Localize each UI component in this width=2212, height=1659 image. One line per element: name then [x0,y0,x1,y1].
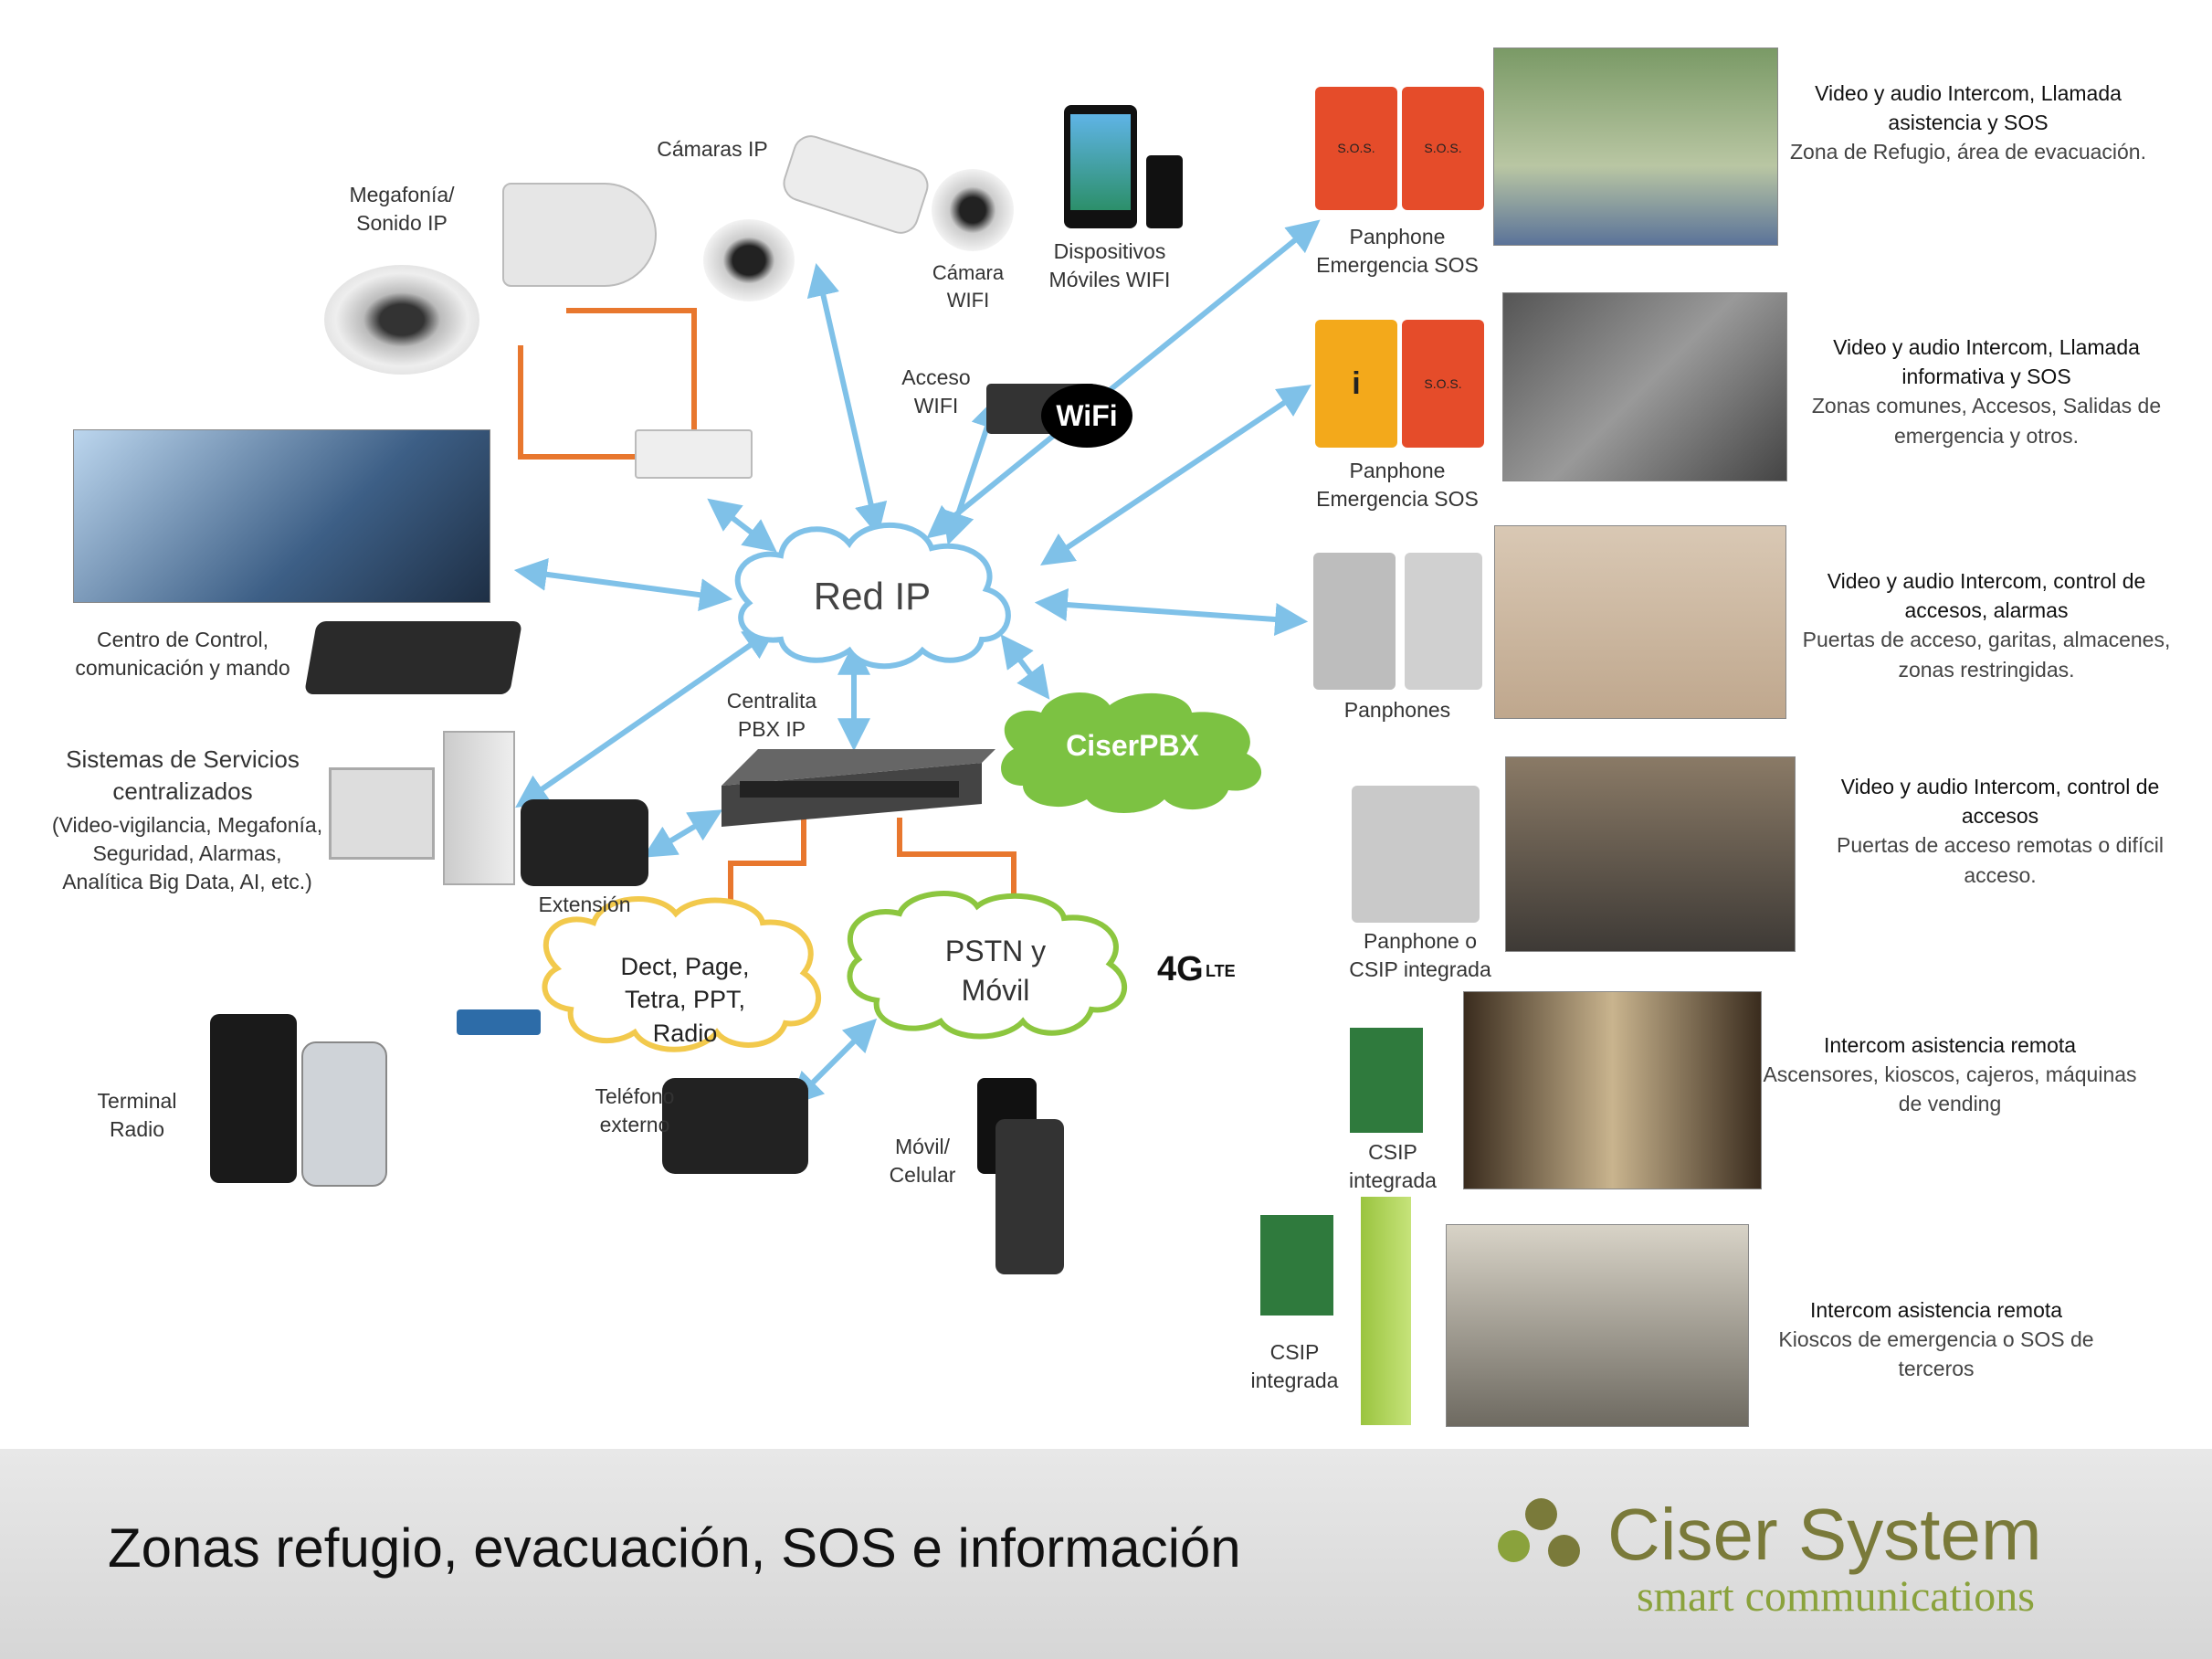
csip-board-1 [1350,1028,1423,1133]
desc-2: Video y audio Intercom, Llamada informat… [1795,333,2178,450]
lte-antenna-icon: 4G LTE [1146,882,1247,991]
desc-1-title: Video y audio Intercom, Llamada asistenc… [1815,81,2122,135]
pstn-cloud [847,891,1128,1040]
csip2-label: CSIP integrada [1250,1340,1339,1393]
tablet-icon [1064,105,1137,228]
barrier-photo [1505,756,1796,952]
desc-3-sub: Puertas de acceso, garitas, almacenes, z… [1802,628,2171,682]
terminal-label: Terminal Radio [97,1089,177,1142]
ip-links [513,219,1321,1106]
telefono-label: Teléfono externo [595,1084,675,1137]
dect-label: Dect, Page, Tetra, PPT, Radio [620,953,750,1047]
red-ip-cloud [734,523,1011,670]
refugio-photo [1493,48,1778,246]
desc-6-title: Intercom asistencia remota [1809,1298,2063,1322]
ciser-logo-icon [1498,1498,1589,1590]
wifi-camera-icon [932,169,1014,251]
megafonia-label: Megafonía/ Sonido IP [349,183,455,236]
server-tower-icon [443,731,515,885]
audio-box-icon [635,429,753,479]
metro-photo [1446,1224,1749,1427]
external-phone-icon [662,1078,808,1174]
door-photo [1494,525,1786,719]
brand-name: Ciser System [1607,1494,2042,1575]
brand-tagline: smart communications [1637,1572,2035,1621]
camaras-label: Cámaras IP [657,137,768,161]
desc-6: Intercom asistencia remota Kioscos de em… [1744,1295,2128,1384]
desc-4-sub: Puertas de acceso remotas o difícil acce… [1837,833,2164,887]
sistemas-title-label: Sistemas de Servicios centralizados [66,745,300,806]
red-ip-label: Red IP [813,575,932,618]
sos-panphone-3: S.O.S. [1402,320,1484,448]
csip-panphone [1352,786,1480,923]
desc-2-title: Video y audio Intercom, Llamada informat… [1833,335,2140,389]
corridor-photo [1502,292,1787,481]
sos-column [1361,1197,1411,1425]
panphone2-label: Panphone Emergencia SOS [1316,459,1479,512]
radio-tower-icon [457,955,541,1035]
steel-panphone [1405,553,1482,690]
desc-5-title: Intercom asistencia remota [1823,1033,2077,1057]
centralita-label: Centralita PBX IP [726,689,817,742]
desc-3-title: Video y audio Intercom, control de acces… [1827,569,2146,623]
dect-handset-icon [301,1041,387,1187]
dispositivos-label: Dispositivos Móviles WIFI [1048,239,1171,292]
extension-phone-icon [521,799,648,886]
dect-cloud [542,896,822,1052]
computer-icon [329,767,435,860]
wifi-logo-icon: WiFi [1041,384,1132,448]
extension-label: Extensión [538,893,631,916]
desc-6-sub: Kioscos de emergencia o SOS de terceros [1778,1327,2094,1381]
desc-3: Video y audio Intercom, control de acces… [1795,566,2178,684]
pstn-label: PSTN y Móvil [944,935,1047,1008]
lte-small-label: LTE [1206,962,1236,980]
kiosk-photo [1463,991,1762,1189]
ciserpbx-label: CiserPBX [1066,729,1199,762]
acceso-wifi-label: Acceso WIFI [901,365,971,418]
movil-label: Móvil/ Celular [889,1135,956,1188]
control-room-photo [73,429,490,603]
speaker-ceiling-icon [324,265,479,375]
flip-phone-icon [995,1119,1064,1274]
desc-4-title: Video y audio Intercom, control de acces… [1840,775,2160,829]
csip1-label: CSIP integrada [1349,1140,1437,1193]
camara-wifi-label: Cámara WIFI [932,261,1005,312]
desc-2-sub: Zonas comunes, Accesos, Salidas de emerg… [1811,394,2162,448]
sos-panphone-1: S.O.S. [1315,87,1397,210]
keypad-panphone [1313,553,1396,690]
info-panphone: i [1315,320,1397,448]
desc-1: Video y audio Intercom, Llamada asistenc… [1776,79,2160,167]
desc-1-sub: Zona de Refugio, área de evacuación. [1790,140,2146,164]
panphone-csip-label: Panphone o CSIP integrada [1349,929,1491,982]
panphone1-label: Panphone Emergencia SOS [1316,225,1479,278]
desk-phone-icon [303,621,523,694]
centro-label: Centro de Control, comunicación y mando [75,628,290,681]
desc-4: Video y audio Intercom, control de acces… [1808,772,2192,890]
wired-links [518,308,1016,914]
csip-board-2 [1260,1215,1333,1316]
panphones-label: Panphones [1343,698,1451,722]
desc-5: Intercom asistencia remota Ascensores, k… [1758,1030,2142,1119]
lte-label: 4G [1157,950,1204,988]
ciserpbx-cloud [1001,692,1262,813]
horn-speaker-icon [502,183,657,287]
pbx-switch [722,749,995,827]
dome-camera-icon [703,219,795,301]
sistemas-sub-label: (Video-vigilancia, Megafonía, Seguridad,… [51,813,323,894]
sos-panphone-2: S.O.S. [1402,87,1484,210]
phone-icon [1146,155,1183,228]
walkie-talkie-icon [210,1014,297,1183]
footer [0,1449,2212,1659]
footer-title: Zonas refugio, evacuación, SOS e informa… [108,1517,1241,1579]
desc-5-sub: Ascensores, kioscos, cajeros, máquinas d… [1763,1062,2137,1116]
